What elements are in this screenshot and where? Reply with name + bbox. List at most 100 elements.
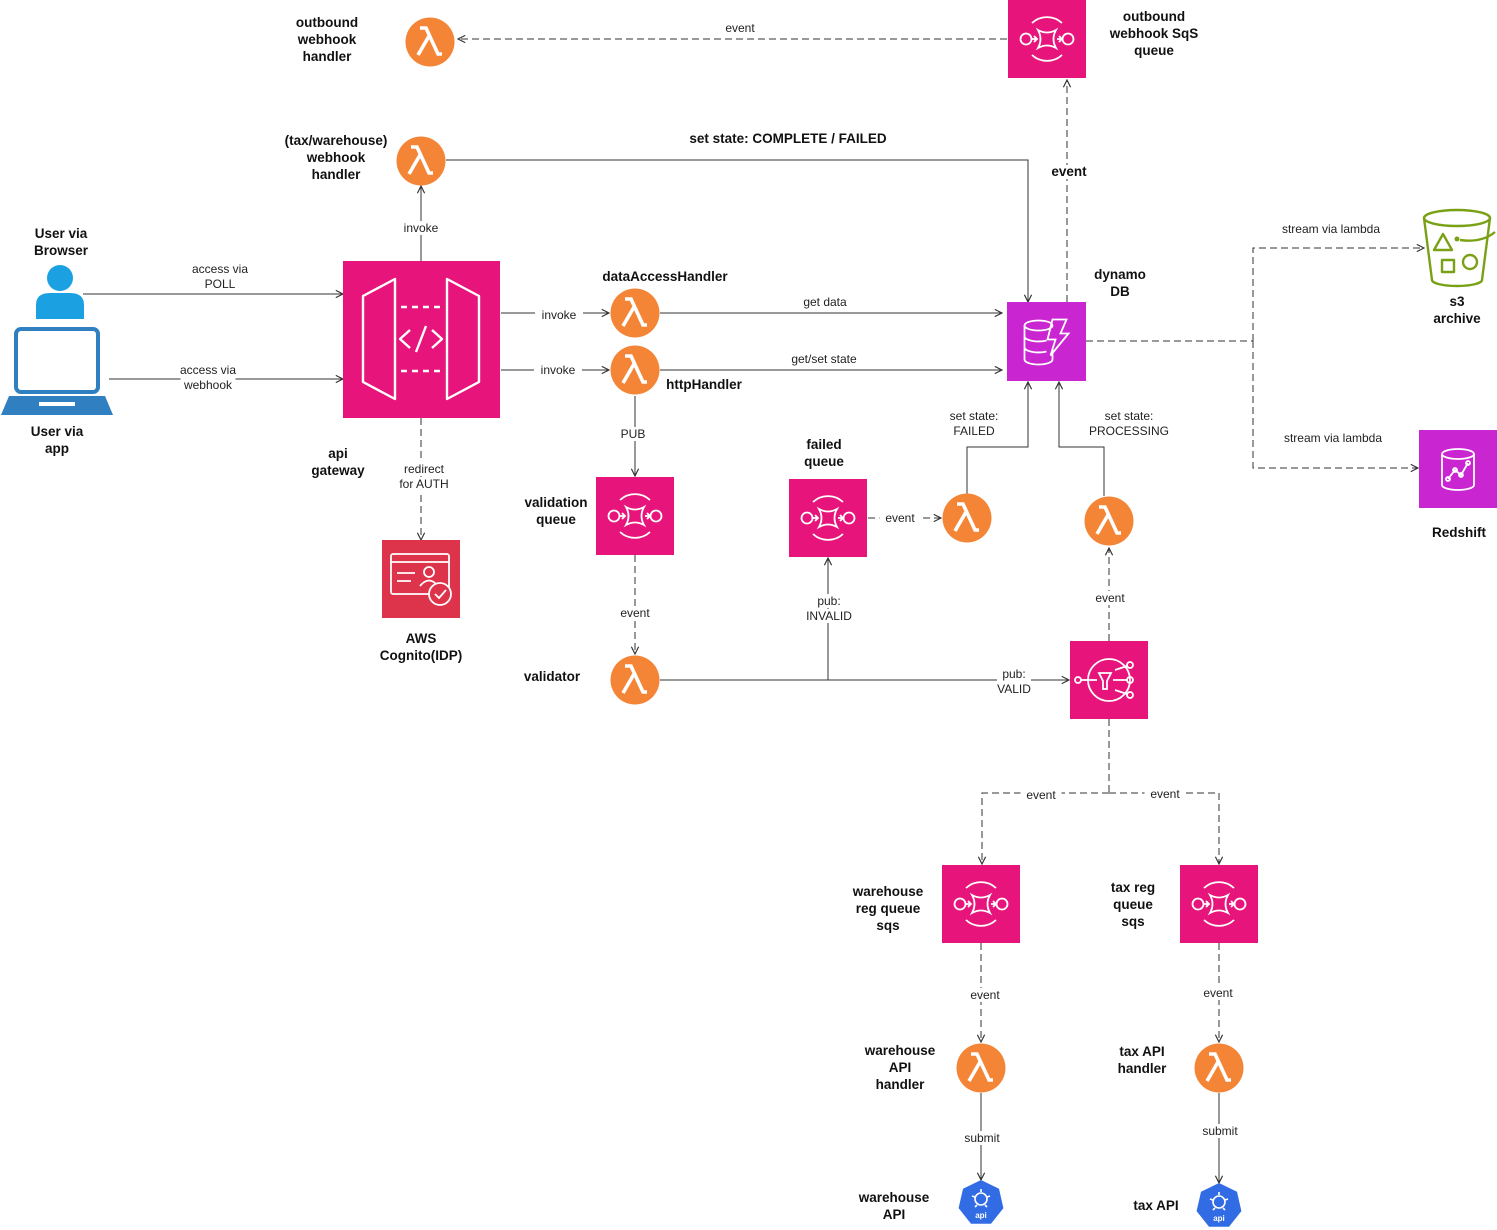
validation-event-edge-label: event <box>620 606 650 620</box>
http-handler-label: httpHandler <box>666 377 742 392</box>
outbound-handler-label: outbound <box>296 15 358 30</box>
failed-event-edge-label: event <box>885 511 915 525</box>
tax-handler-label: tax API <box>1119 1044 1164 1059</box>
stream-s3-edge-label: stream via lambda <box>1282 222 1380 236</box>
failed-queue-label: queue <box>804 454 844 469</box>
tax-queue-event-edge-label: event <box>1203 986 1233 1000</box>
outbound-handler-lambda-icon <box>405 17 455 67</box>
api-badge-text: api <box>1213 1214 1225 1223</box>
validation-queue-label: validation <box>524 495 587 510</box>
warehouse-handler-label: API <box>889 1060 912 1075</box>
edges <box>83 39 1424 1183</box>
api-gateway-icon <box>343 261 500 418</box>
tax-api-icon: api <box>1196 1183 1242 1227</box>
user-app-label: User via <box>31 424 84 439</box>
redshift-icon <box>1419 430 1497 508</box>
set-state-failed-edge-label: FAILED <box>953 424 995 438</box>
outbound-queue-sqs-icon <box>1008 0 1086 78</box>
s3-label: archive <box>1433 311 1481 326</box>
edge-stream-s3 <box>1252 248 1424 341</box>
edge-set-state-processing <box>1059 382 1105 496</box>
sns-event-edge-label: event <box>1095 591 1125 605</box>
invoke-webhook-edge-label: invoke <box>404 221 439 235</box>
failed-lambda-icon <box>942 493 992 543</box>
data-access-handler-label: dataAccessHandler <box>602 269 728 284</box>
invoke-http-edge-label: invoke <box>541 363 576 377</box>
outbound-queue-label: queue <box>1134 43 1174 58</box>
tax-queue-sqs-icon <box>1180 865 1258 943</box>
cognito-icon <box>382 540 460 618</box>
access-poll-edge-label: POLL <box>205 277 236 291</box>
user-icon <box>36 265 84 319</box>
api-gateway-label: gateway <box>311 463 365 478</box>
get-data-edge-label: get data <box>803 295 847 309</box>
dynamodb-icon <box>1007 302 1086 381</box>
access-webhook-edge-label: webhook <box>183 378 233 392</box>
validator-lambda-icon <box>610 655 660 705</box>
warehouse-handler-label: handler <box>876 1077 926 1092</box>
warehouse-handler-label: warehouse <box>864 1043 936 1058</box>
cognito-label: Cognito(IDP) <box>380 648 462 663</box>
warehouse-handler-lambda-icon <box>956 1043 1006 1093</box>
tax-api-label: tax API <box>1133 1198 1178 1213</box>
tax-handler-label: handler <box>1118 1061 1168 1076</box>
api-gateway-label: api <box>328 446 348 461</box>
set-state-processing-edge-label: set state: <box>1105 409 1154 423</box>
tax-submit-edge-label: submit <box>1202 1124 1238 1138</box>
dynamo-label: dynamo <box>1094 267 1146 282</box>
redirect-auth-edge-label: for AUTH <box>399 477 448 491</box>
http-handler-lambda-icon <box>610 345 660 395</box>
failed-queue-sqs-icon <box>789 479 867 557</box>
outbound-handler-label: webhook <box>297 32 357 47</box>
edge-set-state-failed <box>966 382 1028 494</box>
user-browser-label: User via <box>35 226 88 241</box>
processing-lambda-icon <box>1084 496 1134 546</box>
set-state-complete-edge-label: set state: COMPLETE / FAILED <box>689 131 887 146</box>
get-set-state-edge-label: get/set state <box>791 352 857 366</box>
outbound-queue-label: outbound <box>1123 9 1185 24</box>
access-webhook-edge-label: access via <box>180 363 236 377</box>
set-state-failed-edge-label: set state: <box>950 409 999 423</box>
dynamo-event-edge-label: event <box>1051 164 1087 179</box>
s3-label: s3 <box>1449 294 1465 309</box>
redshift-label: Redshift <box>1432 525 1487 540</box>
webhook-handler-label: webhook <box>306 150 366 165</box>
warehouse-api-icon: api <box>958 1180 1004 1224</box>
tax-queue-label: tax reg <box>1111 880 1155 895</box>
warehouse-api-label: warehouse <box>858 1190 930 1205</box>
invoke-data-edge-label: invoke <box>542 308 577 322</box>
stream-redshift-edge-label: stream via lambda <box>1284 431 1382 445</box>
redirect-auth-edge-label: redirect <box>404 462 445 476</box>
set-state-processing-edge-label: PROCESSING <box>1089 424 1169 438</box>
edge-warehouse-event <box>982 792 1109 864</box>
cognito-label: AWS <box>406 631 437 646</box>
warehouse-queue-label: warehouse <box>852 884 924 899</box>
webhook-handler-label: handler <box>312 167 362 182</box>
warehouse-queue-label: reg queue <box>856 901 921 916</box>
edge-stream-redshift <box>1252 341 1418 468</box>
failed-queue-label: failed <box>806 437 841 452</box>
warehouse-queue-event-edge-label: event <box>970 988 1000 1002</box>
outbound-event-edge-label: event <box>725 21 755 35</box>
outbound-handler-label: handler <box>303 49 353 64</box>
tax-handler-lambda-icon <box>1194 1043 1244 1093</box>
validation-queue-label: queue <box>536 512 576 527</box>
webhook-handler-lambda-icon <box>396 136 446 186</box>
pub-valid-edge-label: VALID <box>997 682 1031 696</box>
sns-icon <box>1070 641 1148 719</box>
user-app-label: app <box>45 441 69 456</box>
pub-invalid-edge-label: INVALID <box>806 609 852 623</box>
dynamo-label: DB <box>1110 284 1130 299</box>
validator-label: validator <box>524 669 581 684</box>
edge-set-state-complete <box>446 159 1028 302</box>
warehouse-api-label: API <box>883 1207 906 1222</box>
validation-queue-sqs-icon <box>596 477 674 555</box>
data-access-handler-lambda-icon <box>610 288 660 338</box>
webhook-handler-label: (tax/warehouse) <box>285 133 388 148</box>
pub-invalid-edge-label: pub: <box>817 594 840 608</box>
laptop-icon <box>1 327 113 415</box>
access-poll-edge-label: access via <box>192 262 248 276</box>
